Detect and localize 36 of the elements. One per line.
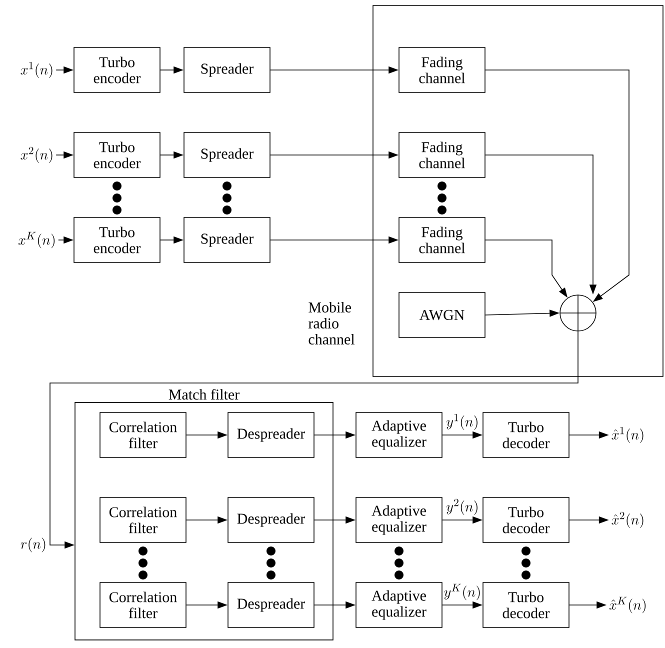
arrow	[485, 70, 630, 302]
process-box: Adaptive equalizer	[356, 497, 442, 543]
process-box: Turbo encoder	[74, 47, 160, 93]
process-box: Turbo decoder	[482, 497, 570, 543]
edge-label: $y^{K}(n)$	[444, 584, 480, 600]
edge-label: $r(n)$	[20, 538, 46, 552]
process-box: Correlation filter	[100, 582, 186, 628]
node-label: Match filter	[168, 388, 240, 400]
process-box: Adaptive equalizer	[356, 412, 442, 458]
summing-junction	[560, 294, 596, 332]
signal-label: $x^{2}(n)$	[20, 146, 52, 163]
signal-label: $\hat{x}^{K}(n)$	[609, 596, 646, 614]
process-box: Turbo decoder	[482, 412, 570, 458]
edge-label: $y^{1}(n)$	[446, 414, 478, 430]
process-box: Fading channel	[398, 132, 486, 178]
process-box: Correlation filter	[100, 497, 186, 543]
signal-label: $\hat{x}^{2}(n)$	[612, 512, 644, 528]
process-box: Despreader	[228, 497, 314, 543]
process-box: Spreader	[184, 217, 270, 263]
process-box: AWGN	[398, 292, 486, 338]
process-box: Despreader	[228, 412, 314, 458]
process-box: Spreader	[184, 47, 270, 93]
process-box: Despreader	[228, 582, 314, 628]
signal-label: $x^{1}(n)$	[20, 62, 52, 78]
process-box: Spreader	[184, 132, 270, 178]
edge-label: $y^{2}(n)$	[446, 498, 478, 515]
process-box: Fading channel	[398, 217, 486, 263]
node-label: Mobile radio channel	[308, 302, 355, 344]
process-box: Fading channel	[398, 47, 486, 93]
signal-label: $x^{K}(n)$	[18, 232, 55, 248]
process-box: Adaptive equalizer	[356, 582, 442, 628]
process-box: Turbo decoder	[482, 582, 570, 628]
process-box: Turbo encoder	[74, 132, 160, 178]
signal-label: $\hat{x}^{1}(n)$	[612, 426, 644, 443]
process-box: Turbo encoder	[74, 217, 160, 263]
process-box: Correlation filter	[100, 412, 186, 458]
